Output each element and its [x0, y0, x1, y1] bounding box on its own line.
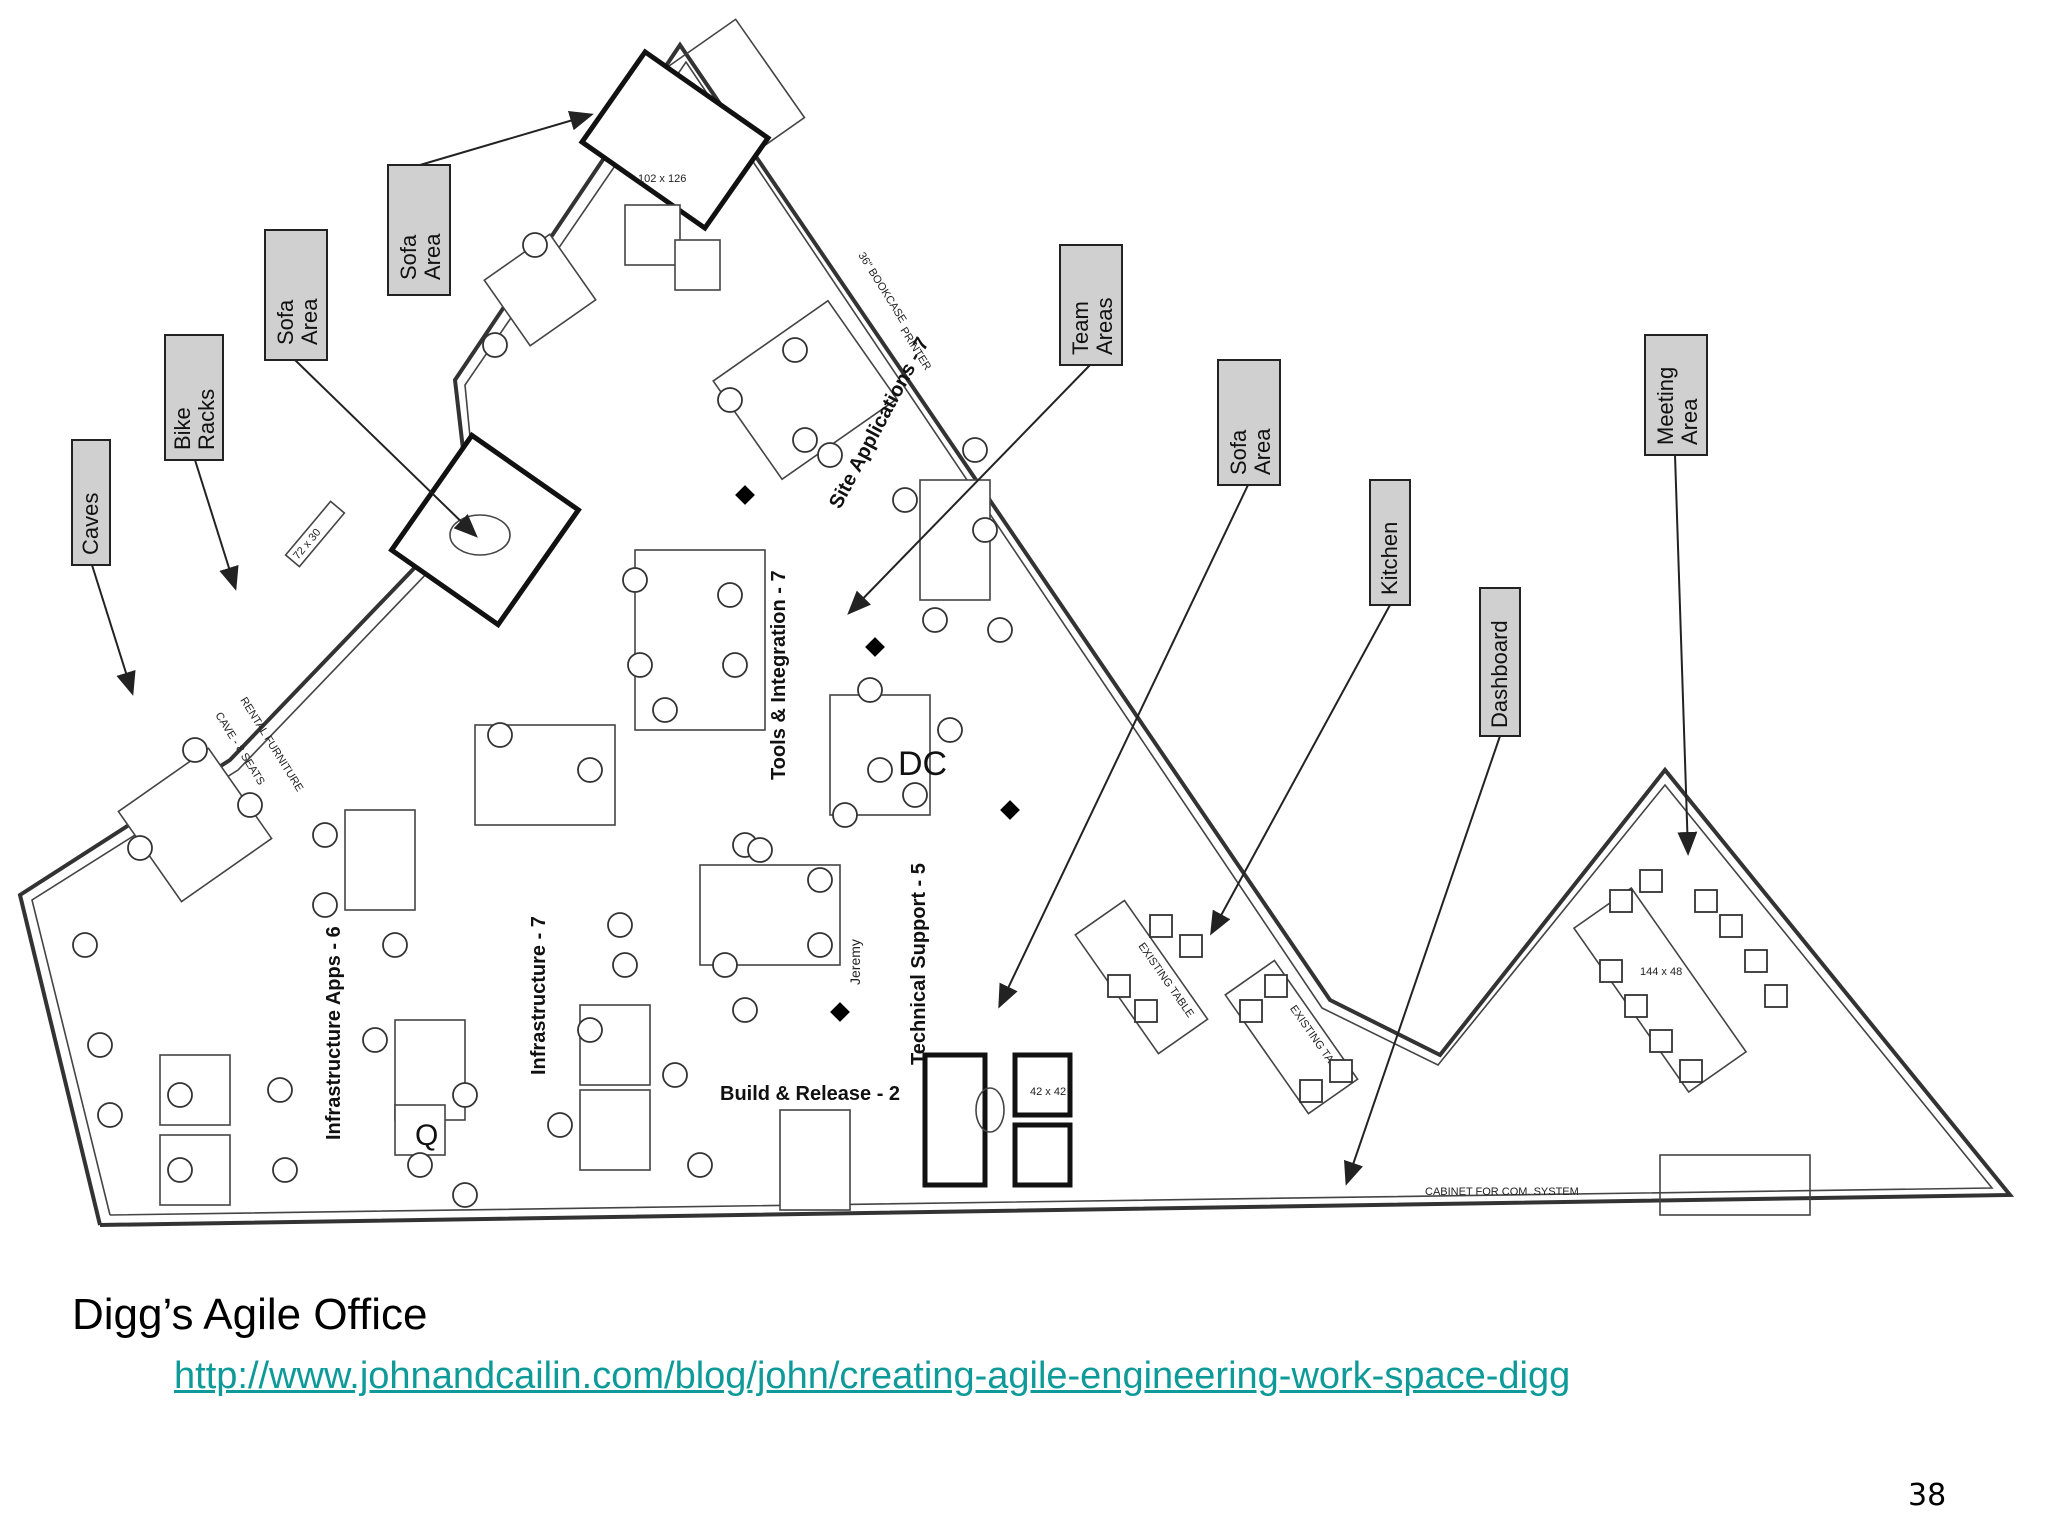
- meeting-room: 144 x 48: [1572, 869, 1811, 1216]
- slide-caption: Digg’s Agile Office: [72, 1290, 428, 1339]
- callout-dashboard-text: Dashboard: [1487, 620, 1512, 728]
- conference-table-dims: 144 x 48: [1640, 966, 1682, 978]
- callout-kitchen-text: Kitchen: [1377, 522, 1402, 595]
- callout-caves: Caves: [71, 439, 136, 696]
- callout-sofa-area-1-line2: Area: [297, 298, 322, 345]
- callout-bike-racks-line2: Racks: [194, 389, 219, 450]
- kitchen-tables: EXISTING TABLE EXISTING TABLE: [1074, 899, 1359, 1115]
- callout-meeting-area-line1: Meeting: [1653, 367, 1678, 445]
- callout-team-areas-line2: Areas: [1092, 298, 1117, 355]
- zone-technical-support: Technical Support - 5: [908, 863, 930, 1065]
- callout-sofa-area-1: Sofa Area: [264, 229, 478, 538]
- zone-infrastructure: Infrastructure - 7: [528, 916, 550, 1075]
- desk-clusters: [117, 233, 991, 1211]
- chairs: [72, 232, 1013, 1208]
- callout-team-areas-line1: Team: [1068, 301, 1093, 355]
- callout-sofa-area-2: Sofa Area: [387, 111, 594, 296]
- callout-sofa-area-3-line2: Area: [1250, 428, 1275, 475]
- callout-meeting-area-line2: Area: [1677, 398, 1702, 445]
- sofa-group-middle: [284, 431, 582, 629]
- callout-meeting-area: Meeting Area: [1644, 334, 1708, 856]
- zone-infrastructure-apps: Infrastructure Apps - 6: [323, 926, 345, 1140]
- sofa-group-bottom: 42 x 42: [922, 1052, 1073, 1188]
- callout-caves-text: Caves: [78, 493, 103, 555]
- zone-build-release: Build & Release - 2: [720, 1083, 900, 1105]
- zone-q: Q: [415, 1119, 438, 1152]
- cabinet-label: CABINET FOR COM. SYSTEM: [1425, 1186, 1579, 1198]
- callout-sofa-area-2-line2: Area: [420, 233, 445, 280]
- callout-dashboard: Dashboard: [1344, 587, 1521, 1186]
- callout-bike-racks-line1: Bike: [170, 407, 195, 450]
- jeremy-label: Jeremy: [847, 939, 863, 985]
- callout-team-areas: Team Areas: [847, 244, 1123, 615]
- sofa-dims-3: 42 x 42: [1030, 1086, 1066, 1098]
- callout-sofa-area-2-line1: Sofa: [396, 234, 421, 280]
- callout-sofa-area-1-line1: Sofa: [273, 299, 298, 345]
- markers: [735, 485, 1020, 1022]
- source-link[interactable]: http://www.johnandcailin.com/blog/john/c…: [174, 1355, 1571, 1397]
- office-floor-plan: 102 x 126 42 x 42: [17, 18, 2015, 1227]
- zone-dc: DC: [898, 745, 947, 783]
- zone-tools-integration: Tools & Integration - 7: [768, 570, 790, 780]
- sofa-dims-1: 102 x 126: [638, 173, 686, 185]
- sofa-group-top: 102 x 126: [578, 48, 772, 291]
- callout-sofa-area-3: Sofa Area: [998, 359, 1281, 1009]
- callout-sofa-area-3-line1: Sofa: [1226, 429, 1251, 475]
- callout-kitchen: Kitchen: [1210, 479, 1411, 936]
- page-number: 38: [1908, 1478, 1947, 1513]
- callout-bike-racks: Bike Racks: [164, 334, 239, 591]
